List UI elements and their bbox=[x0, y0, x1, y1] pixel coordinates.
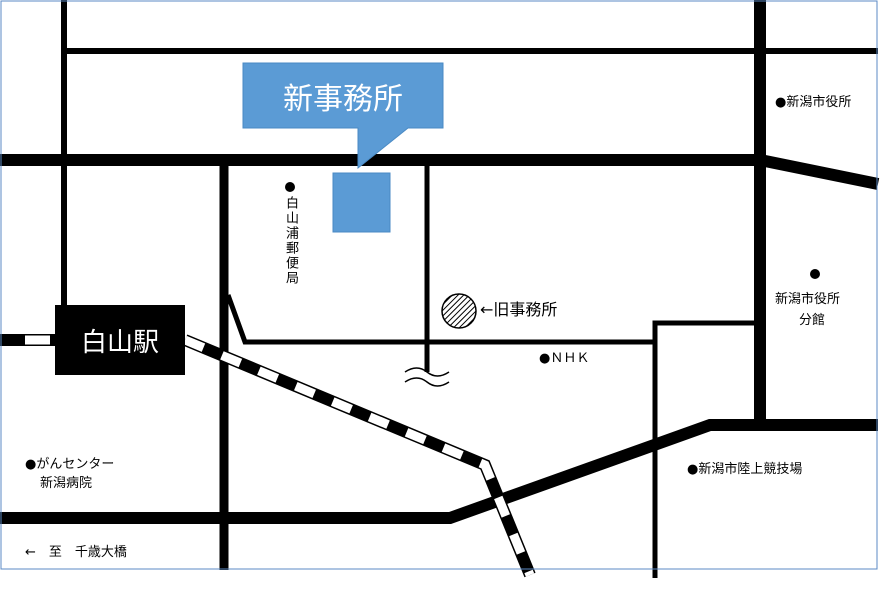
stadium-label: ●新潟市陸上競技場 bbox=[687, 462, 803, 477]
road-break-icon bbox=[404, 367, 450, 387]
annex-label-1: 新潟市役所 bbox=[775, 292, 841, 307]
new-office-callout bbox=[242, 62, 444, 170]
annex-dot-icon bbox=[810, 269, 820, 279]
post-office-dot-icon bbox=[285, 182, 295, 192]
cancer-center-label-2: 新潟病院 bbox=[40, 476, 93, 491]
road bbox=[0, 419, 878, 524]
station-label: 白山駅 bbox=[80, 327, 159, 358]
frame bbox=[0, 0, 878, 570]
station-box bbox=[55, 305, 185, 375]
old-office-marker bbox=[441, 293, 477, 329]
road bbox=[0, 154, 880, 190]
new-office-marker bbox=[332, 172, 391, 233]
city-hall-label: ●新潟市役所 bbox=[775, 95, 852, 110]
railway bbox=[0, 334, 536, 578]
old-office-label: ←旧事務所 bbox=[480, 300, 558, 319]
post-office-label: 白山浦郵便局 bbox=[283, 196, 298, 286]
annex-label-2: 分館 bbox=[799, 313, 826, 328]
road bbox=[225, 294, 655, 345]
cancer-center-label-1: ●がんセンター bbox=[25, 457, 115, 472]
direction-label: ← 至 千歳大橋 bbox=[25, 545, 127, 560]
nhk-label: ●ＮＨＫ bbox=[539, 351, 590, 366]
road bbox=[652, 320, 760, 578]
new-office-label: 新事務所 bbox=[283, 81, 403, 117]
